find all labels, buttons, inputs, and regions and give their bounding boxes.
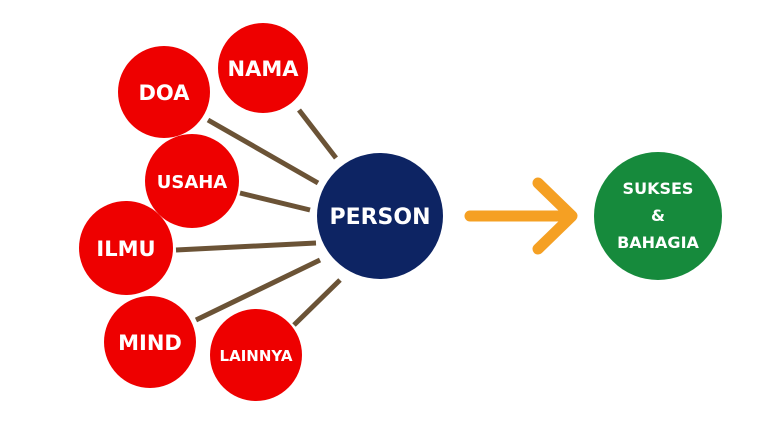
connector-doa [206,117,320,186]
arrow-head [532,177,578,255]
factor-nama: NAMA [218,23,308,113]
factor-circle [104,296,196,388]
factor-label: USAHA [157,172,228,193]
factor-lainnya: LAINNYA [210,309,302,401]
connectors [175,108,342,327]
factor-mind: MIND [104,296,196,388]
factor-label: ILMU [96,237,155,261]
factor-label: LAINNYA [220,347,293,365]
connector-nama [297,108,338,160]
factor-circle [145,134,239,228]
factor-circle [218,23,308,113]
outcome-node: SUKSES & BAHAGIA [594,152,722,280]
factor-usaha: USAHA [145,134,239,228]
factor-label: NAMA [228,57,300,81]
factor-ilmu: ILMU [79,201,173,295]
person-node: PERSON [317,153,443,279]
connector-mind [194,257,322,323]
factor-label: MIND [118,331,182,355]
factor-circle [79,201,173,295]
connector-usaha [239,190,311,213]
result-arrow [464,177,578,255]
factor-label: DOA [139,81,191,105]
outcome-circle [594,152,722,280]
connector-lainnya [292,278,342,327]
factor-circle [118,46,210,138]
factor-circle [210,309,302,401]
person-label: PERSON [329,205,430,230]
outcome-line-2: & [651,206,665,225]
factor-doa: DOA [118,46,210,138]
connector-ilmu [175,240,317,253]
outcome-line-1: SUKSES [623,179,694,198]
person-circle [317,153,443,279]
outcome-line-3: BAHAGIA [617,233,699,252]
